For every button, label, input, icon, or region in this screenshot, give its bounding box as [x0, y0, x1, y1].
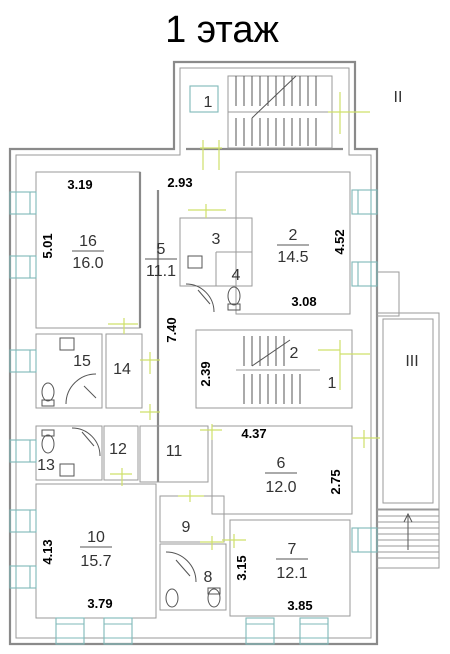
room-number-5: 5	[157, 241, 166, 258]
room-number-8: 8	[204, 569, 213, 586]
dimension-labels: 3.19 2.93 5.01 4.52 3.08 7.40 2.39 4.37 …	[40, 175, 347, 613]
dimension-2-39: 2.39	[198, 361, 213, 386]
dimension-5-01: 5.01	[40, 233, 55, 258]
room-number-12: 12	[109, 441, 127, 458]
entrance-label-ii: II	[394, 89, 403, 106]
room-labels: 1 16 16.0 5 11.1 3 4 2 14.5 15 14 2 1 13…	[37, 94, 336, 586]
interior-walls	[35, 147, 353, 619]
dimension-3-19: 3.19	[67, 177, 92, 192]
dimension-3-08: 3.08	[291, 294, 316, 309]
room-number-9: 9	[182, 519, 191, 536]
room-number-3: 3	[212, 231, 221, 248]
dimension-2-93: 2.93	[167, 175, 192, 190]
room-area-10: 15.7	[80, 553, 111, 570]
room-number-6: 6	[277, 455, 286, 472]
room-area-5: 11.1	[146, 263, 176, 280]
dimension-3-15: 3.15	[234, 555, 249, 580]
dimension-7-40: 7.40	[164, 317, 179, 342]
room-number-7: 7	[288, 541, 297, 558]
windows	[9, 85, 378, 645]
dimension-4-13: 4.13	[40, 539, 55, 564]
room-number-16: 16	[79, 233, 97, 250]
room-number-1-top: 1	[204, 94, 213, 111]
sanitary-fixtures	[41, 255, 241, 608]
dimension-4-52: 4.52	[332, 229, 347, 254]
entrance-steps	[377, 512, 439, 559]
room-area-16: 16.0	[72, 255, 103, 272]
entrance-markers: II III	[394, 89, 419, 370]
dimension-3-79: 3.79	[87, 596, 112, 611]
room-number-14: 14	[113, 361, 131, 378]
room-area-6: 12.0	[265, 479, 296, 496]
stair-top	[227, 75, 333, 149]
room-number-stair-1: 1	[328, 375, 337, 392]
room-number-15: 15	[73, 353, 91, 370]
room-number-13: 13	[37, 457, 55, 474]
dimension-3-85: 3.85	[287, 598, 312, 613]
dimension-2-75: 2.75	[328, 469, 343, 494]
room-number-11: 11	[166, 443, 183, 460]
room-area-2: 14.5	[277, 249, 308, 266]
room-area-7: 12.1	[276, 565, 307, 582]
room-number-stair-2: 2	[290, 345, 299, 362]
room-number-10: 10	[87, 529, 105, 546]
room-number-4: 4	[232, 267, 241, 284]
dimension-4-37: 4.37	[241, 426, 266, 441]
stair-middle	[236, 336, 320, 404]
room-number-2: 2	[289, 227, 298, 244]
entrance-label-iii: III	[405, 353, 418, 370]
doors	[108, 92, 380, 550]
outer-walls	[8, 60, 440, 646]
floor-title: 1 этаж	[165, 9, 279, 51]
